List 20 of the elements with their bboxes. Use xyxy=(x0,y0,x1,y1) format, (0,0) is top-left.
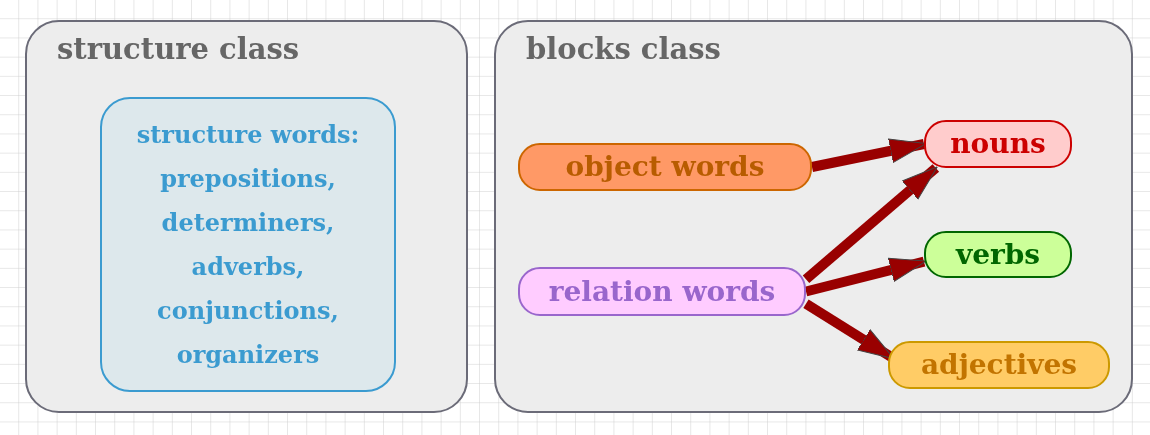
container-panel xyxy=(494,20,1133,413)
arrow xyxy=(802,164,940,284)
word-box xyxy=(518,267,806,316)
word-box xyxy=(518,143,812,191)
container-title: blocks class xyxy=(526,31,721,68)
box-label: adjectives xyxy=(920,347,1078,383)
word-list: prepositions, determiners, adverbs, conjunctions, organizers xyxy=(140,156,356,377)
box-heading: structure words: xyxy=(136,118,360,151)
word-box xyxy=(888,341,1110,389)
arrow xyxy=(804,256,927,297)
box-label: verbs xyxy=(955,236,1041,273)
word-box xyxy=(924,120,1072,168)
word-box xyxy=(100,97,396,392)
box-label: relation words xyxy=(548,273,776,310)
word-box xyxy=(924,231,1072,278)
container-panel xyxy=(25,20,468,413)
arrow xyxy=(811,138,927,172)
container-title: structure class xyxy=(57,31,300,68)
box-label: nouns xyxy=(950,126,1046,162)
box-label: object words xyxy=(565,149,765,185)
